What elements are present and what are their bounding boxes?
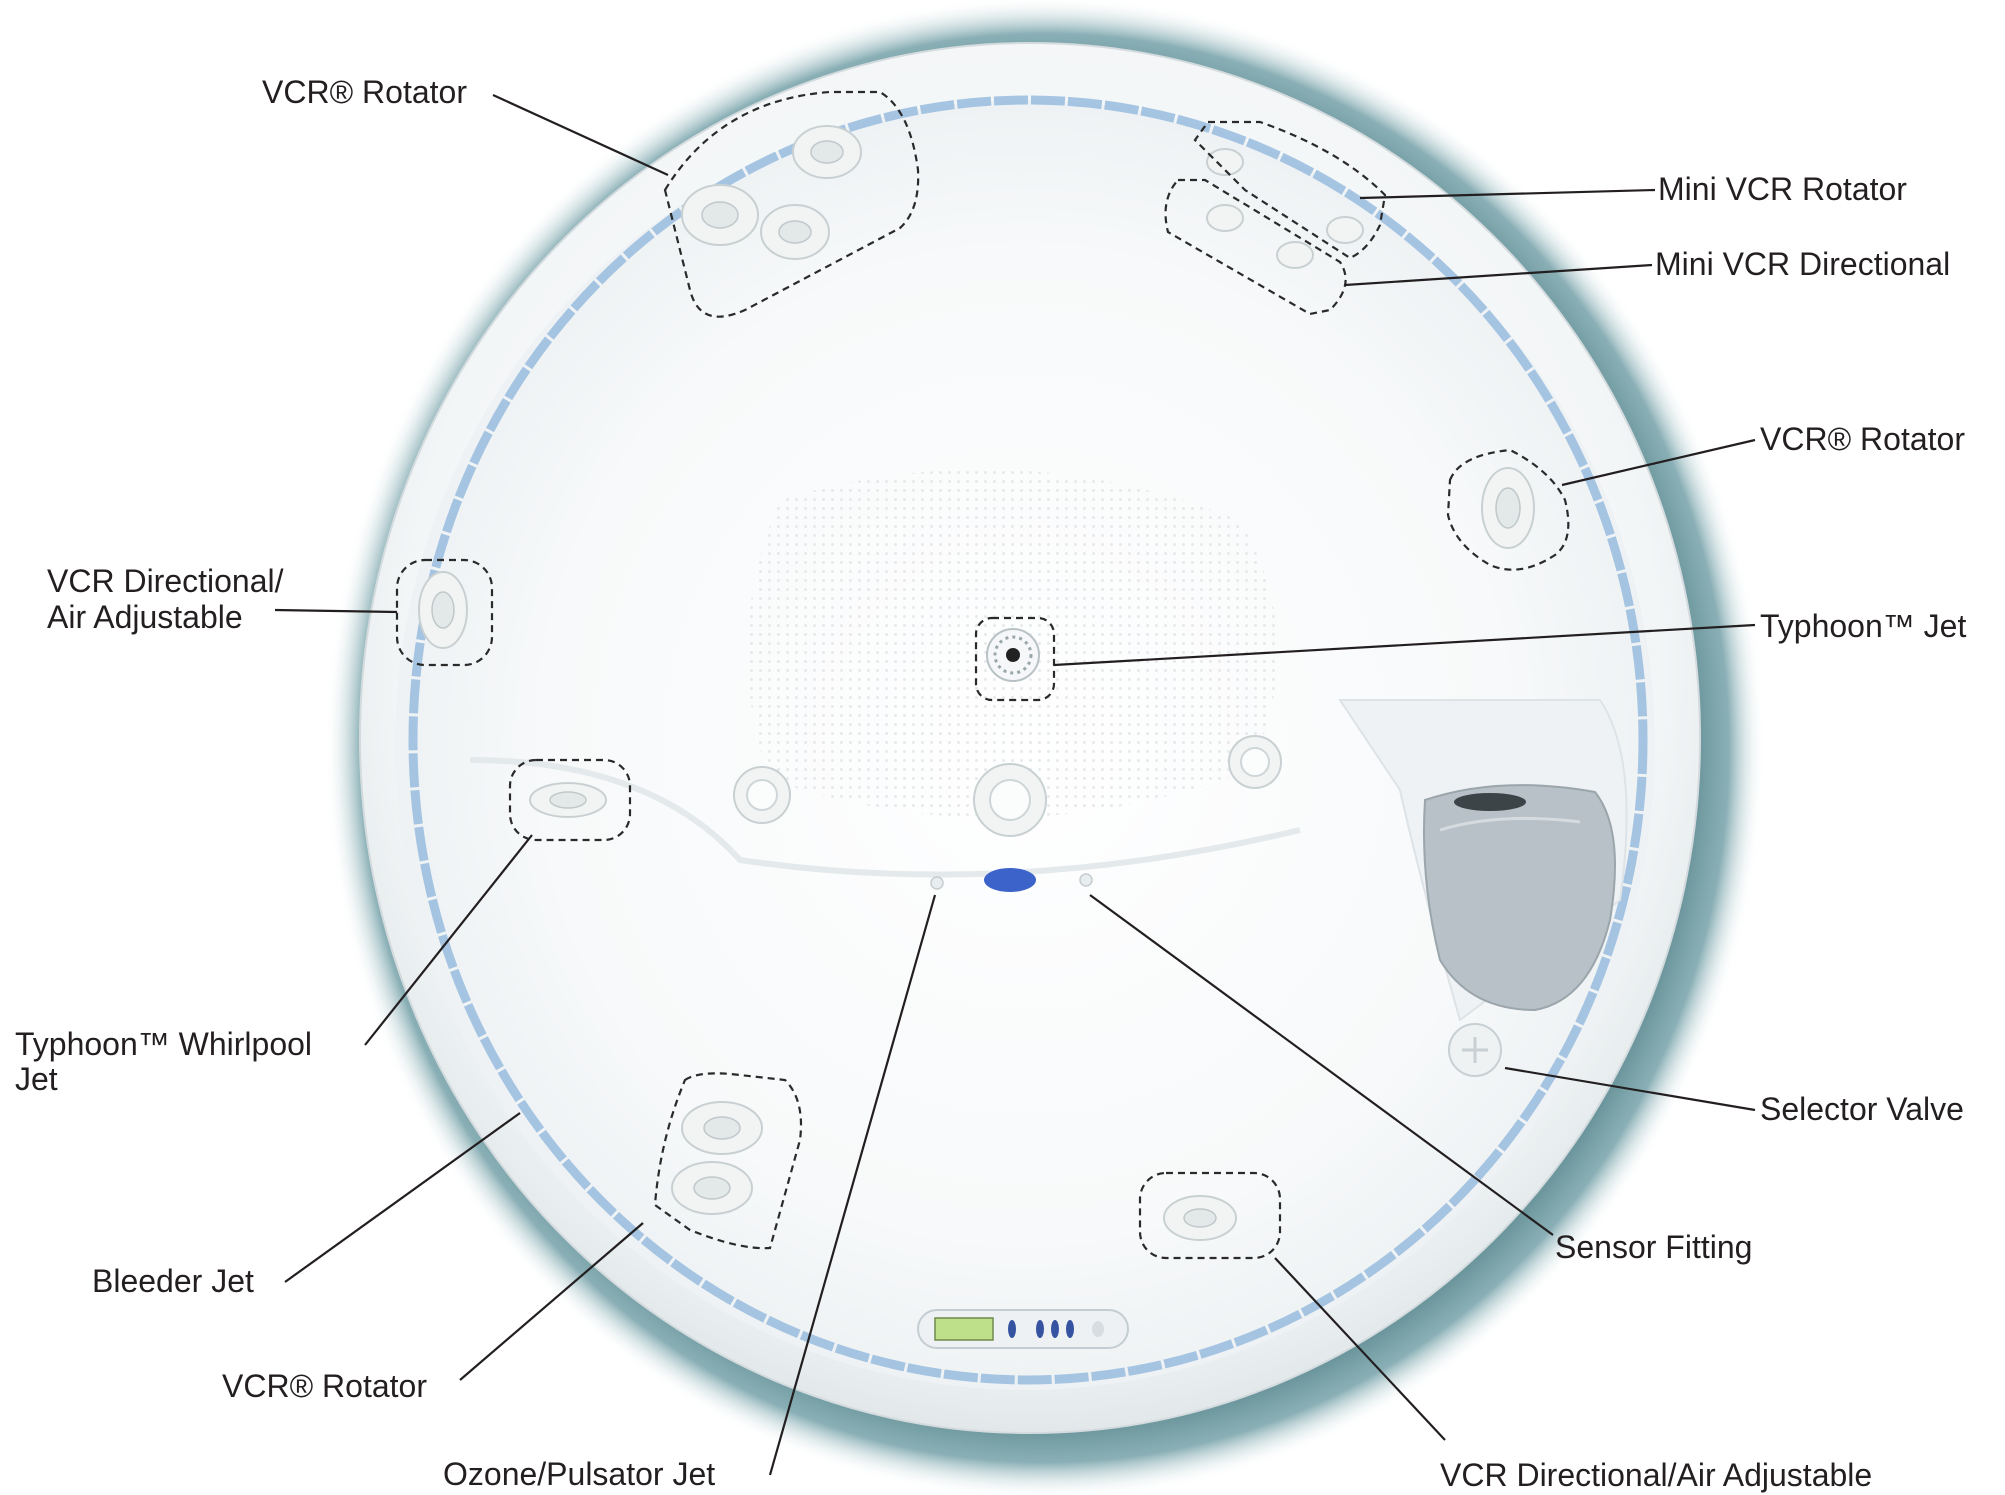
zone-vcr-directional-bottom (1138, 1171, 1282, 1260)
callout-bleeder-jet (284, 1112, 521, 1283)
zone-vcr-directional-left (395, 558, 494, 667)
callout-vcr-directional-bottom (1274, 1257, 1446, 1441)
zone-vcr-rotator-top (663, 90, 920, 318)
label-vcr-directional-left-1: VCR Directional/ (47, 563, 284, 599)
label-bleeder-jet: Bleeder Jet (92, 1263, 254, 1299)
label-sensor-fitting: Sensor Fitting (1555, 1229, 1752, 1265)
label-vcr-rotator-bottom: VCR® Rotator (222, 1368, 427, 1404)
callout-selector-valve (1504, 1066, 1756, 1112)
label-vcr-rotator-top: VCR® Rotator (262, 74, 467, 110)
callout-vcr-rotator-top (492, 93, 669, 177)
jets-vcr-rotator-bottom (671, 1101, 763, 1215)
jet-typhoon-whirlpool (529, 782, 607, 818)
jet-typhoon-center (986, 628, 1040, 682)
callout-sensor-fitting (1089, 894, 1554, 1236)
callout-typhoon-jet (1053, 623, 1756, 667)
spa-shell (325, 0, 1765, 1495)
callout-mini-vcr-rotator (1359, 188, 1656, 200)
jet-vcr-directional-bottom (1163, 1195, 1237, 1241)
zone-vcr-rotator-bottom (653, 1072, 803, 1250)
zone-typhoon-whirlpool (508, 758, 632, 842)
label-typhoon-whirlpool-1: Typhoon™ Whirlpool (15, 1026, 312, 1062)
callout-vcr-rotator-bottom (459, 1222, 644, 1381)
label-vcr-directional-left-2: Air Adjustable (47, 599, 243, 635)
zone-vcr-rotator-right (1446, 448, 1570, 571)
zones (395, 90, 1570, 1260)
callout-lines (274, 93, 1756, 1476)
label-ozone-pulsator: Ozone/Pulsator Jet (443, 1456, 715, 1492)
jet-vcr-rotator-right (1481, 467, 1535, 549)
jet-unlabeled-center (973, 763, 1047, 837)
label-typhoon-whirlpool-2: Jet (15, 1061, 58, 1097)
ozone-fitting-dot (930, 876, 944, 890)
control-panel-icon (917, 1309, 1129, 1349)
valve-knob-icon (1448, 1023, 1502, 1077)
jet-vcr-directional-left (418, 571, 468, 649)
callout-vcr-directional-left (274, 608, 398, 614)
label-mini-vcr-rotator: Mini VCR Rotator (1658, 171, 1907, 207)
label-selector-valve: Selector Valve (1760, 1091, 1964, 1127)
jet-unlabeled-left (733, 766, 791, 824)
labels: VCR® Rotator Mini VCR Rotator Mini VCR D… (15, 74, 1966, 1493)
callout-ozone-pulsator (768, 894, 937, 1476)
headrest-pillow-icon (1423, 784, 1616, 1012)
sensor-cap-blue (984, 868, 1036, 892)
jets-mini-vcr (1206, 148, 1364, 269)
label-vcr-rotator-right: VCR® Rotator (1760, 421, 1965, 457)
jets-vcr-rotator-top (681, 125, 862, 260)
callout-mini-vcr-directional (1344, 263, 1653, 287)
center-bench-ridge (469, 757, 1301, 878)
sensor-fitting-dot (1079, 873, 1093, 887)
label-typhoon-jet: Typhoon™ Jet (1760, 608, 1966, 644)
zone-mini-vcr-rotator (1193, 120, 1387, 260)
callout-vcr-rotator-right (1561, 438, 1756, 487)
zone-mini-vcr-directional (1164, 178, 1347, 316)
zone-typhoon-jet (974, 616, 1056, 702)
label-mini-vcr-directional: Mini VCR Directional (1655, 246, 1950, 282)
jet-unlabeled-right (1228, 735, 1282, 789)
label-vcr-directional-bottom: VCR Directional/Air Adjustable (1440, 1457, 1872, 1493)
waterline-tile-band (408, 95, 1648, 1385)
callout-typhoon-whirlpool (364, 834, 533, 1046)
